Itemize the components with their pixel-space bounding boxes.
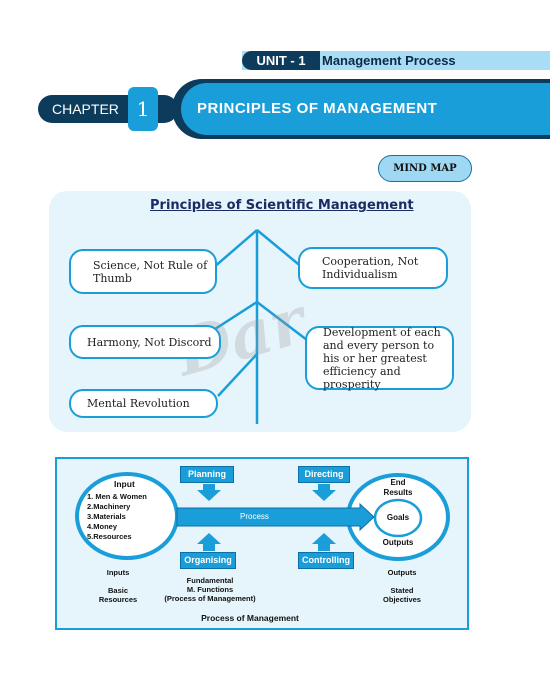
fundamental-functions-caption: Fundamental M. Functions (Process of Man… [158, 576, 262, 603]
principle-box-cooperation: Cooperation, Not Individualism [298, 247, 448, 289]
fundamental-line: Fundamental [186, 576, 234, 585]
fundamental-line: M. Functions [186, 585, 234, 594]
basic-resources-caption: Basic Resources [98, 586, 138, 604]
outputs-caption: Outputs [387, 568, 417, 577]
principle-box-harmony: Harmony, Not Discord [69, 325, 221, 359]
input-title: Input [114, 479, 135, 489]
inputs-caption: Inputs [106, 568, 130, 577]
unit-title: Management Process [322, 53, 456, 68]
end-results-label: End Results [383, 478, 413, 497]
input-item: 1. Men & Women [87, 492, 147, 501]
principle-box-science: Science, Not Rule of Thumb [69, 249, 217, 294]
chapter-number: 1 [128, 87, 158, 131]
planning-box: Planning [180, 466, 234, 483]
fundamental-line: (Process of Management) [164, 594, 256, 603]
input-item: 3.Materials [87, 512, 126, 521]
unit-label: UNIT - 1 [242, 51, 320, 70]
process-caption: Process of Management [201, 613, 299, 623]
chapter-title-bar [181, 83, 550, 135]
chapter-title: PRINCIPLES OF MANAGEMENT [197, 100, 438, 117]
controlling-box: Controlling [298, 552, 354, 569]
scientific-management-title: Principles of Scientific Management [150, 198, 414, 213]
input-item: 5.Resources [87, 532, 132, 541]
goals-label: Goals [386, 513, 410, 522]
principle-box-mental-revolution: Mental Revolution [69, 389, 218, 418]
directing-box: Directing [298, 466, 350, 483]
input-item: 4.Money [87, 522, 118, 531]
outputs-label: Outputs [382, 538, 414, 547]
organising-box: Organising [180, 552, 236, 569]
stated-objectives-caption: Stated Objectives [383, 586, 421, 604]
principle-box-development: Development of each and every person to … [305, 326, 454, 391]
mind-map-button[interactable]: MIND MAP [378, 155, 472, 182]
input-list: 1. Men & Women 2.Machinery 3.Materials 4… [87, 492, 147, 542]
input-item: 2.Machinery [87, 502, 131, 511]
process-label: Process [240, 512, 269, 521]
